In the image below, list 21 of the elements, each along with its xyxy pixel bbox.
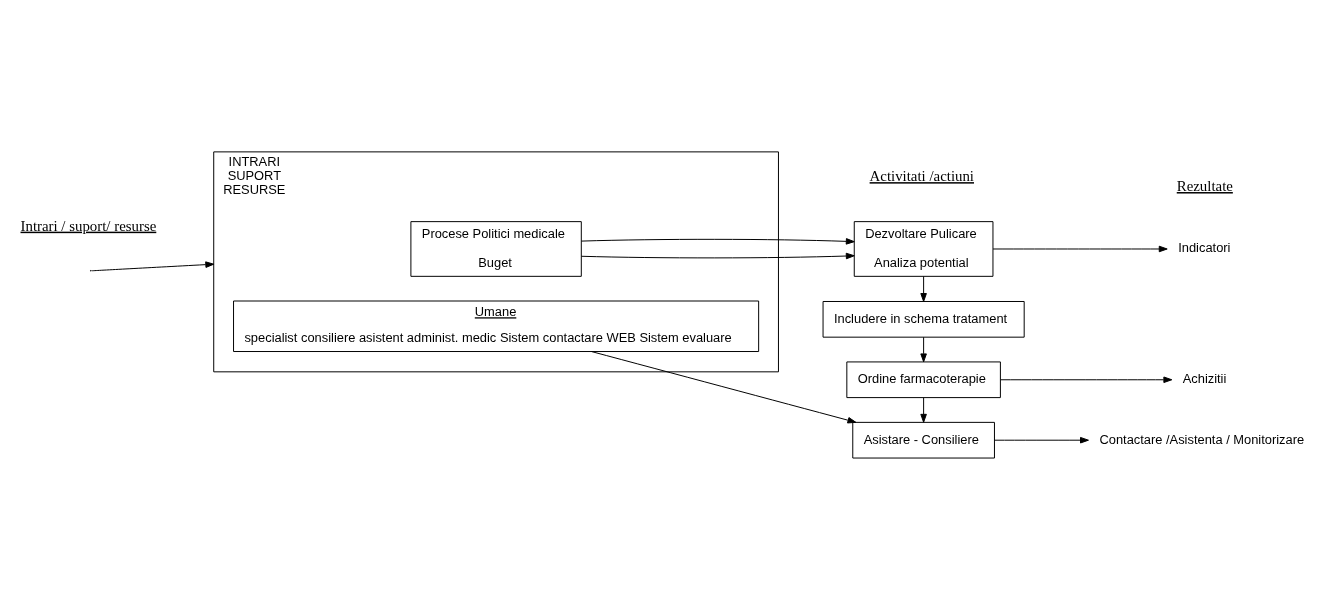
arrow <box>580 252 855 259</box>
node-text: Achizitii <box>1182 370 1227 386</box>
arrow <box>580 237 855 245</box>
arrow <box>91 260 215 271</box>
node-box: Includere in schema tratament <box>822 300 1025 338</box>
arrow <box>920 396 927 423</box>
label: Rezultate <box>1176 177 1233 194</box>
arrow <box>992 245 1168 252</box>
node-text: Contactare /Asistenta / Monitorizare <box>1099 431 1305 447</box>
label: Activitati /actiuni <box>869 167 975 184</box>
label: Intrari / suport/ resurse <box>20 217 157 234</box>
node-box: Procese Politici medicale Buget <box>410 220 582 277</box>
arrow <box>920 275 927 302</box>
node-box: Ordine farmacoterapie <box>846 360 1001 398</box>
node-text: Indicatori <box>1178 239 1231 255</box>
arrow <box>1000 376 1173 383</box>
node-box: Asistare - Consiliere <box>852 421 995 459</box>
node-box: Umane specialist consiliere asistent administ. medic Sistem contactare WEB Sistem evaluare <box>233 300 760 352</box>
arrow <box>994 436 1089 443</box>
arrow <box>920 336 927 362</box>
node-box: Dezvoltare Pulicare Analiza potential <box>853 220 994 277</box>
